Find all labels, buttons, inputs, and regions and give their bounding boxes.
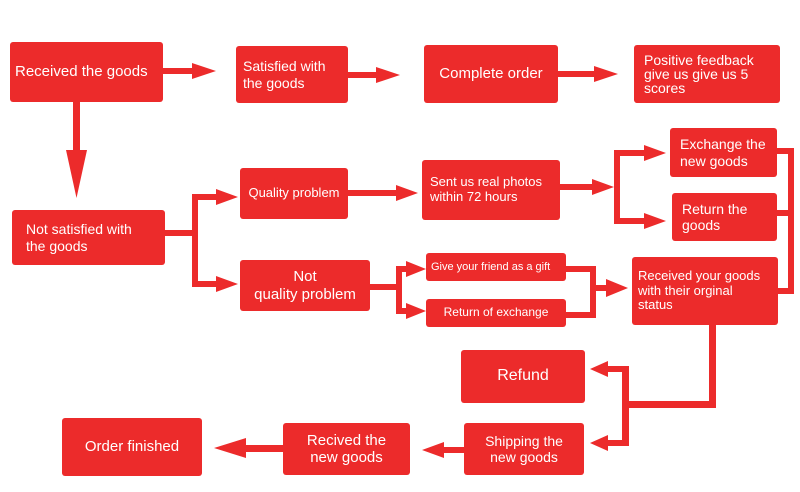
node-received-original-status: Received your goods with their orginal s… (632, 257, 778, 325)
connector-received-to-refund-shipping (590, 325, 716, 451)
connector-photos-split (560, 145, 666, 229)
node-refund: Refund (461, 350, 585, 403)
connector-merge-to-received (566, 266, 628, 318)
node-recived-new-goods: Recived the new goods (283, 423, 410, 475)
node-give-friend-gift: Give your friend as a gift (426, 253, 566, 281)
arrow-quality-to-photos (348, 185, 418, 201)
node-shipping-new-goods: Shipping the new goods (464, 423, 584, 475)
arrow-received-to-not-satisfied (66, 102, 87, 198)
node-not-satisfied: Not satisfied with the goods (12, 210, 165, 265)
node-complete-order: Complete order (424, 45, 558, 103)
node-quality-problem: Quality problem (240, 168, 348, 219)
node-return-goods: Return the goods (672, 193, 777, 241)
arrow-recived-to-finished (214, 438, 284, 458)
connector-right-loop (776, 148, 794, 294)
arrow-received-to-satisfied (162, 63, 216, 79)
connector-not-quality-split (370, 261, 426, 319)
arrow-satisfied-to-complete (348, 67, 400, 83)
arrow-shipping-to-recived (422, 442, 464, 458)
node-return-of-exchange: Return of exchange (426, 299, 566, 327)
connector-not-satisfied-split (165, 189, 238, 292)
node-exchange-new-goods: Exchange the new goods (670, 128, 777, 177)
node-satisfied: Satisfied with the goods (236, 46, 348, 103)
node-positive-feedback: Positive feedback give us give us 5 scor… (634, 45, 780, 103)
node-order-finished: Order finished (62, 418, 202, 476)
node-sent-photos: Sent us real photos within 72 hours (422, 160, 560, 220)
node-not-quality-problem: Not quality problem (240, 260, 370, 311)
arrow-complete-to-feedback (558, 66, 618, 82)
node-received-goods: Received the goods (10, 42, 163, 102)
